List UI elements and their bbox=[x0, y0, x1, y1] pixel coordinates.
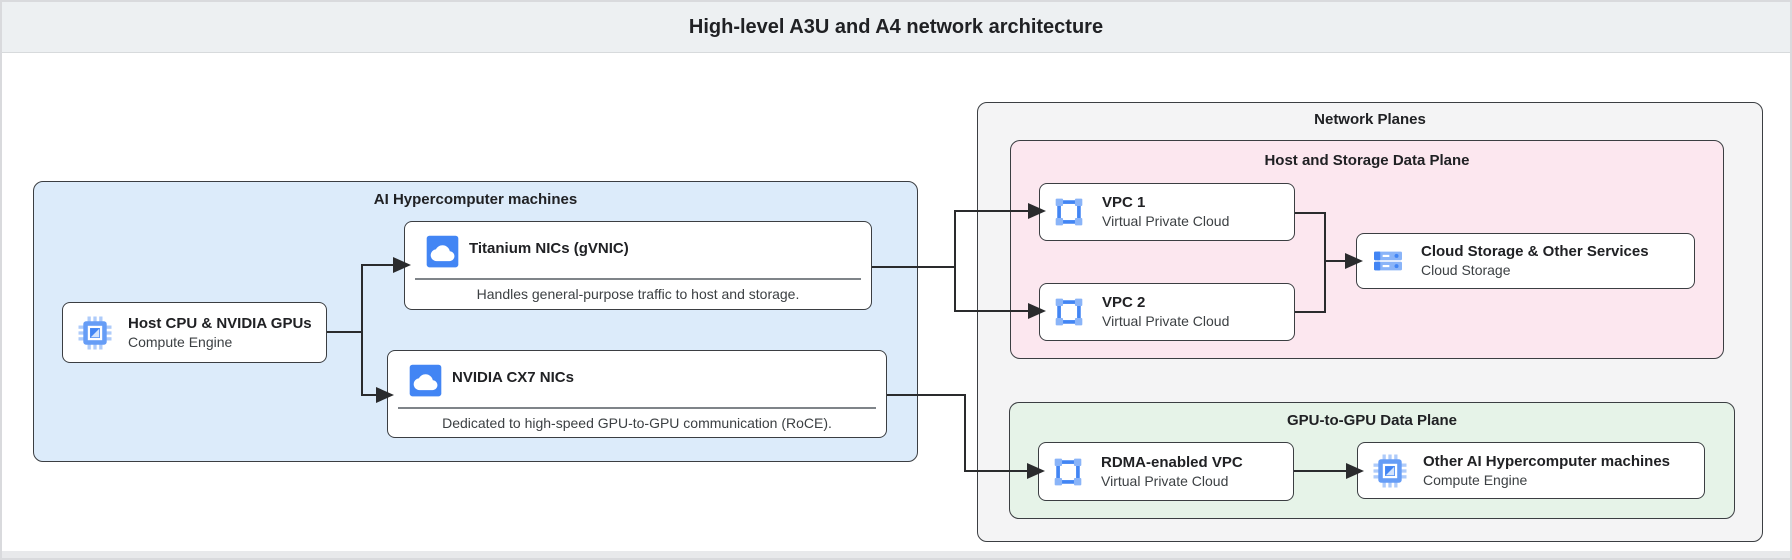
cloud-icon bbox=[409, 364, 442, 402]
node-subtitle: Cloud Storage bbox=[1421, 262, 1511, 278]
group-label: Network Planes bbox=[1314, 111, 1426, 128]
cloud-icon bbox=[426, 235, 459, 273]
node-vpc-2: VPC 2 Virtual Private Cloud bbox=[1039, 283, 1295, 341]
node-title: Host CPU & NVIDIA GPUs bbox=[128, 314, 312, 332]
node-subtitle: Virtual Private Cloud bbox=[1102, 213, 1230, 229]
node-title: NVIDIA CX7 NICs bbox=[452, 368, 574, 386]
group-label: AI Hypercomputer machines bbox=[373, 191, 578, 208]
vpc-icon bbox=[1051, 455, 1085, 489]
node-title: VPC 2 bbox=[1102, 294, 1146, 311]
node-subtitle: Compute Engine bbox=[1423, 471, 1528, 488]
node-nvidia-cx7-nics: NVIDIA CX7 NICs Dedicated to high-speed … bbox=[387, 350, 887, 438]
node-cloud-storage: Cloud Storage & Other Services Cloud Sto… bbox=[1356, 233, 1695, 289]
node-host-cpu-nvidia-gpus: Host CPU & NVIDIA GPUs Compute Engine bbox=[62, 302, 327, 363]
node-vpc-1: VPC 1 Virtual Private Cloud bbox=[1039, 183, 1295, 241]
compute-engine-icon bbox=[77, 315, 113, 351]
node-title: VPC 1 bbox=[1102, 194, 1146, 211]
diagram-header: High-level A3U and A4 network architectu… bbox=[2, 2, 1790, 53]
node-description: Dedicated to high-speed GPU-to-GPU commu… bbox=[442, 415, 832, 431]
divider bbox=[415, 278, 861, 280]
node-titanium-nics: Titanium NICs (gVNIC) Handles general-pu… bbox=[404, 221, 872, 310]
node-title: Cloud Storage & Other Services bbox=[1421, 243, 1649, 260]
node-rdma-enabled-vpc: RDMA-enabled VPC Virtual Private Cloud bbox=[1038, 442, 1294, 501]
cloud-storage-icon bbox=[1371, 245, 1405, 277]
divider bbox=[398, 407, 876, 409]
vpc-icon bbox=[1052, 295, 1086, 329]
compute-engine-icon bbox=[1372, 453, 1408, 489]
node-title: RDMA-enabled VPC bbox=[1101, 453, 1243, 471]
bottom-edge bbox=[2, 551, 1790, 558]
node-title: Other AI Hypercomputer machines bbox=[1423, 452, 1671, 470]
node-subtitle: Compute Engine bbox=[128, 333, 233, 350]
group-label: Host and Storage Data Plane bbox=[1264, 152, 1470, 169]
node-other-ai-hypercomputer-machines: Other AI Hypercomputer machines Compute … bbox=[1357, 442, 1705, 499]
diagram-title: High-level A3U and A4 network architectu… bbox=[688, 15, 1104, 38]
node-title: Titanium NICs (gVNIC) bbox=[469, 239, 629, 257]
node-subtitle: Virtual Private Cloud bbox=[1102, 313, 1230, 329]
node-subtitle: Virtual Private Cloud bbox=[1101, 472, 1229, 489]
vpc-icon bbox=[1052, 195, 1086, 229]
group-label: GPU-to-GPU Data Plane bbox=[1286, 412, 1458, 429]
node-description: Handles general-purpose traffic to host … bbox=[476, 286, 800, 302]
